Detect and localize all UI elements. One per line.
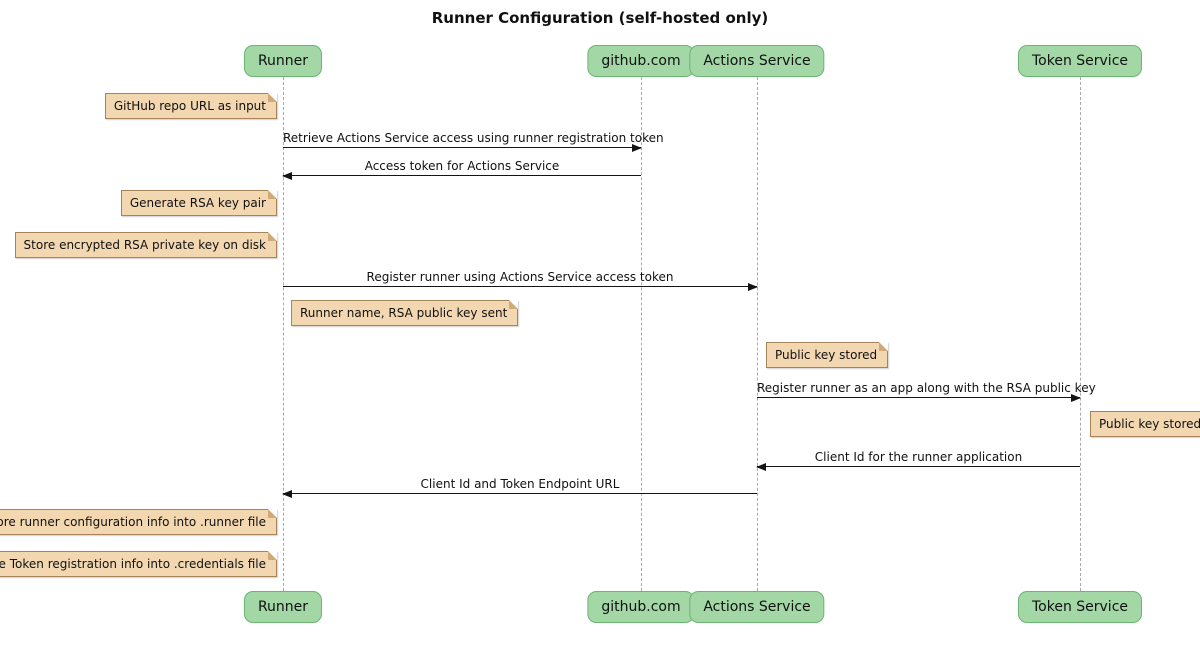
note-2-generate-rsa-key-pair: Generate RSA key pair xyxy=(120,190,278,216)
message-6-line xyxy=(282,489,757,498)
lifeline-runner xyxy=(283,77,284,591)
message-4-line xyxy=(757,393,1081,402)
participant-runner-bottom: Runner xyxy=(243,591,323,623)
participant-actions-service-top: Actions Service xyxy=(689,45,825,77)
participant-actions-service-bottom: Actions Service xyxy=(689,591,825,623)
message-2: Access token for Actions Service xyxy=(282,159,641,180)
arrowhead-right xyxy=(748,282,758,291)
participant-github-com-top: github.com xyxy=(587,45,695,77)
message-2-label: Access token for Actions Service xyxy=(364,159,560,173)
message-1: Retrieve Actions Service access using ru… xyxy=(283,131,664,152)
message-5-line xyxy=(756,462,1080,471)
message-6-label: Client Id and Token Endpoint URL xyxy=(420,477,620,491)
message-5: Client Id for the runner application xyxy=(756,450,1080,471)
note-1-github-repo-url-as-input: GitHub repo URL as input xyxy=(104,93,278,119)
note-6-public-key-stored: Public key stored xyxy=(1090,411,1200,437)
message-4-label: Register runner as an app along with the… xyxy=(757,381,1096,395)
lifeline-actions-service xyxy=(757,77,758,591)
participant-runner-top: Runner xyxy=(243,45,323,77)
arrowhead-left xyxy=(756,462,766,471)
message-4: Register runner as an app along with the… xyxy=(757,381,1096,402)
message-2-line xyxy=(282,171,641,180)
note-8-store-token-registration-info-: Store Token registration info into .cred… xyxy=(0,551,277,577)
note-7-store-runner-configuration-inf: Store runner configuration info into .ru… xyxy=(0,509,277,535)
participant-github-com-bottom: github.com xyxy=(587,591,695,623)
message-6: Client Id and Token Endpoint URL xyxy=(282,477,757,498)
diagram-title: Runner Configuration (self-hosted only) xyxy=(431,9,769,27)
message-5-label: Client Id for the runner application xyxy=(814,450,1023,464)
note-5-public-key-stored: Public key stored xyxy=(766,342,889,368)
lifeline-token-service xyxy=(1080,77,1081,591)
arrowhead-left xyxy=(282,171,292,180)
participant-token-service-top: Token Service xyxy=(1017,45,1143,77)
message-1-line xyxy=(283,143,642,152)
arrowhead-right xyxy=(632,143,642,152)
lifeline-github-com xyxy=(641,77,642,591)
message-1-label: Retrieve Actions Service access using ru… xyxy=(283,131,664,145)
note-4-runner-name-rsa-public-key-sen: Runner name, RSA public key sent xyxy=(291,300,519,326)
participant-token-service-bottom: Token Service xyxy=(1017,591,1143,623)
message-3-label: Register runner using Actions Service ac… xyxy=(366,270,674,284)
arrowhead-right xyxy=(1071,393,1081,402)
arrowhead-left xyxy=(282,489,292,498)
message-3-line xyxy=(283,282,758,291)
note-3-store-encrypted-rsa-private-ke: Store encrypted RSA private key on disk xyxy=(14,232,278,258)
message-3: Register runner using Actions Service ac… xyxy=(283,270,758,291)
